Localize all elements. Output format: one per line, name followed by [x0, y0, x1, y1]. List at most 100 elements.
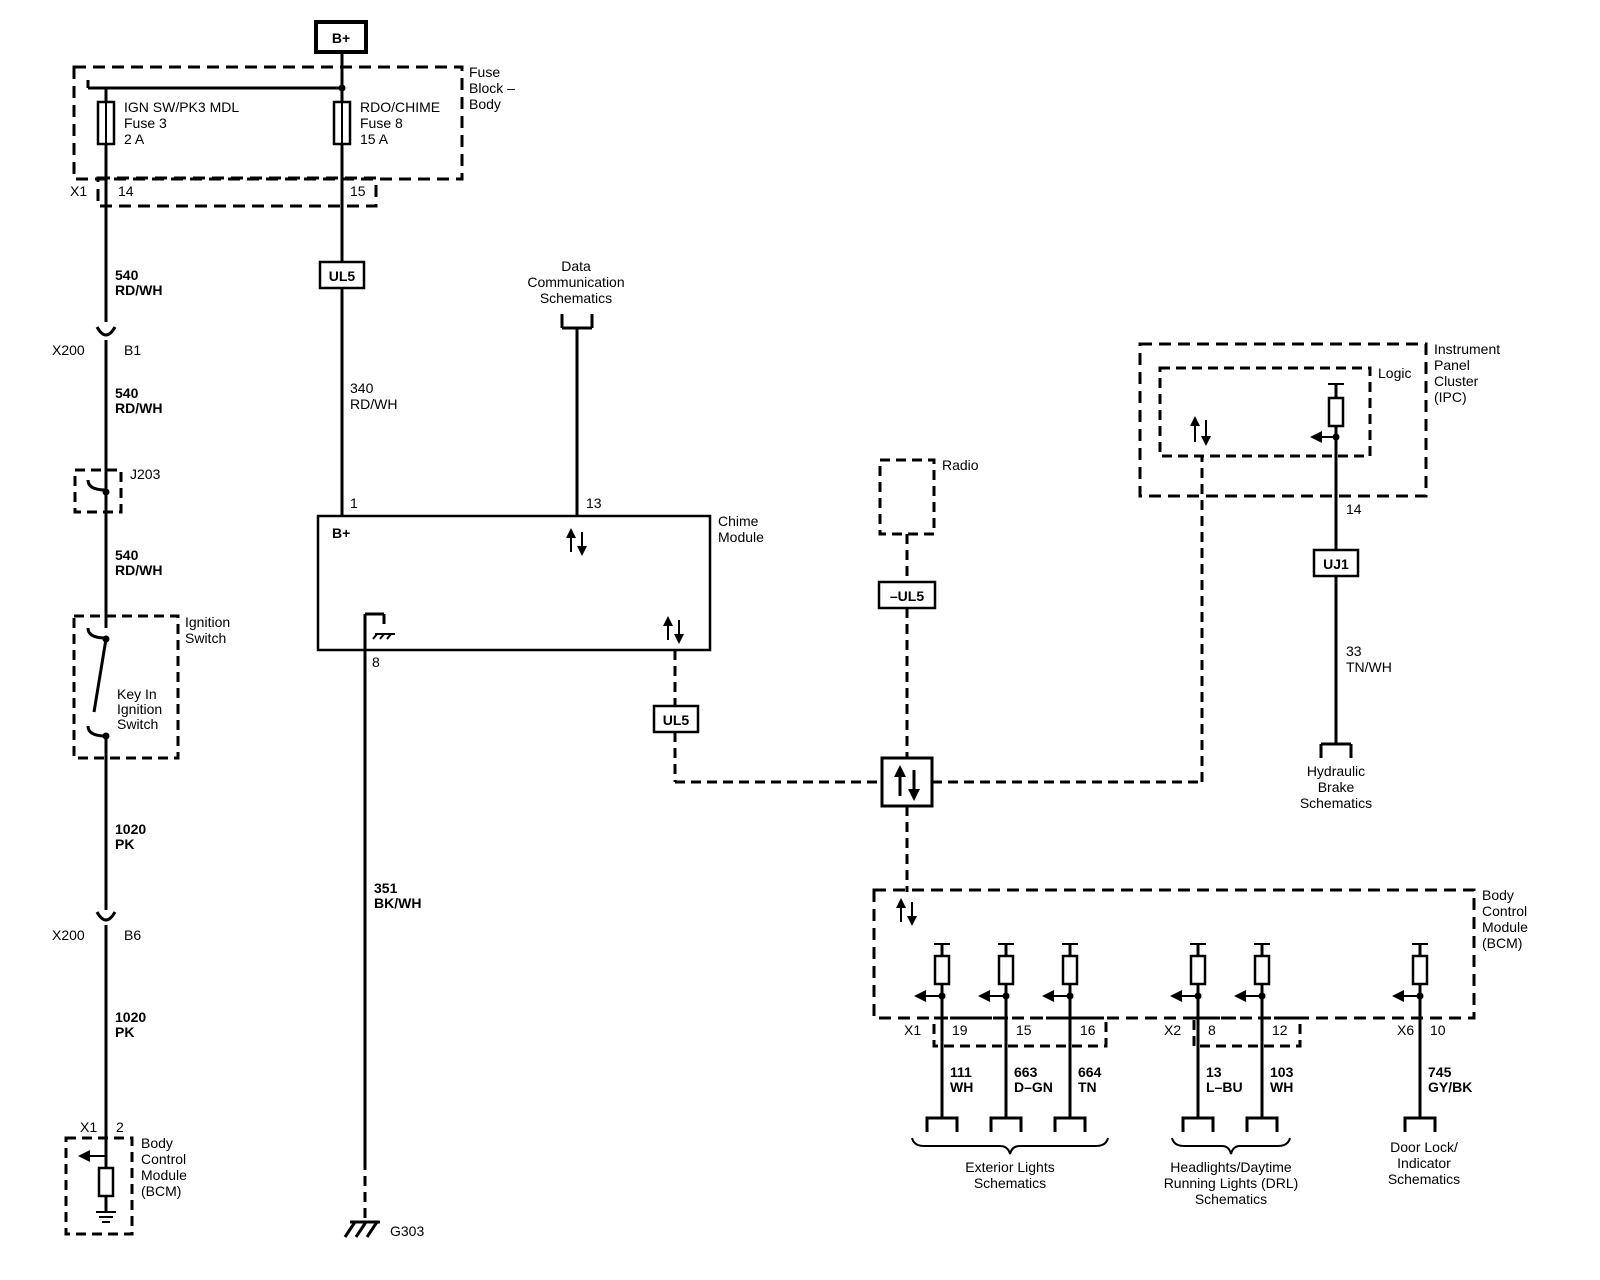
bcm-left — [64, 1136, 134, 1236]
fuse-block-label-1: Fuse — [469, 64, 500, 80]
svg-text:X200: X200 — [52, 927, 85, 943]
svg-text:PK: PK — [115, 1024, 134, 1040]
svg-text:Module: Module — [141, 1167, 187, 1183]
chime-module: Chime Module 1 13 B+ 8 — [316, 495, 764, 670]
bcm-right: Body Control Module (BCM) X1 X2 X6 19 11… — [872, 887, 1528, 1207]
svg-text:B+: B+ — [332, 525, 350, 541]
svg-text:13: 13 — [1206, 1064, 1222, 1080]
svg-text:Exterior Lights: Exterior Lights — [965, 1159, 1054, 1175]
svg-text:Running Lights (DRL): Running Lights (DRL) — [1164, 1175, 1299, 1191]
svg-text:X2: X2 — [1164, 1022, 1181, 1038]
fuse-block-connector: X1 — [70, 183, 87, 199]
svg-text:Indicator: Indicator — [1397, 1155, 1451, 1171]
svg-text:663: 663 — [1014, 1064, 1038, 1080]
badge-ul5-top — [318, 260, 366, 290]
svg-text:Body: Body — [1482, 887, 1514, 903]
fuse-block-label-2: Block – — [469, 80, 515, 96]
fuse-block: Fuse Block – Body IGN SW/PK3 MDL Fuse 3 … — [70, 52, 515, 208]
svg-text:745: 745 — [1428, 1064, 1452, 1080]
svg-text:IGN SW/PK3 MDL: IGN SW/PK3 MDL — [124, 99, 239, 115]
svg-text:664: 664 — [1078, 1064, 1102, 1080]
svg-text:Door Lock/: Door Lock/ — [1390, 1139, 1458, 1155]
svg-text:B6: B6 — [124, 927, 141, 943]
svg-text:351: 351 — [374, 880, 398, 896]
bcm-output-19: 19 111 WH — [914, 943, 973, 1118]
svg-text:1020: 1020 — [115, 821, 146, 837]
data-arrows-icon — [566, 528, 587, 556]
svg-text:B1: B1 — [124, 342, 141, 358]
svg-text:Panel: Panel — [1434, 357, 1470, 373]
svg-text:Switch: Switch — [185, 630, 226, 646]
svg-text:J203: J203 — [130, 466, 161, 482]
data-arrows-icon — [663, 616, 684, 644]
svg-text:TN/WH: TN/WH — [1346, 659, 1392, 675]
svg-text:RD/WH: RD/WH — [115, 400, 162, 416]
svg-text:1020: 1020 — [115, 1009, 146, 1025]
svg-text:Fuse 3: Fuse 3 — [124, 115, 167, 131]
svg-text:WH: WH — [1270, 1079, 1293, 1095]
svg-text:Data: Data — [561, 258, 591, 274]
svg-text:Schematics: Schematics — [1300, 795, 1372, 811]
svg-text:2: 2 — [116, 1119, 124, 1135]
svg-text:Ignition: Ignition — [185, 614, 230, 630]
svg-text:Communication: Communication — [527, 274, 624, 290]
svg-text:340: 340 — [350, 380, 374, 396]
connector-x200-b1 — [95, 326, 117, 337]
svg-text:RD/WH: RD/WH — [115, 562, 162, 578]
svg-text:TN: TN — [1078, 1079, 1097, 1095]
chime-power-feed: UL5 340 RD/WH — [318, 144, 397, 516]
svg-text:8: 8 — [1208, 1022, 1216, 1038]
svg-text:GY/BK: GY/BK — [1428, 1079, 1472, 1095]
svg-text:540: 540 — [115, 547, 139, 563]
svg-text:L–BU: L–BU — [1206, 1079, 1243, 1095]
svg-text:16: 16 — [1080, 1022, 1096, 1038]
bcm-output-16: 16 664 TN — [1042, 943, 1102, 1118]
svg-text:Brake: Brake — [1318, 779, 1355, 795]
ground-circuit: 351 BK/WH G303 — [343, 650, 424, 1239]
svg-text:PK: PK — [115, 836, 134, 852]
svg-text:(IPC): (IPC) — [1434, 389, 1467, 405]
svg-text:RDO/CHIME: RDO/CHIME — [360, 99, 440, 115]
svg-text:X1: X1 — [80, 1119, 97, 1135]
svg-text:WH: WH — [950, 1079, 973, 1095]
svg-text:UL5: UL5 — [663, 712, 690, 728]
svg-text:19: 19 — [952, 1022, 968, 1038]
svg-text:10: 10 — [1430, 1022, 1446, 1038]
svg-text:BK/WH: BK/WH — [374, 895, 421, 911]
svg-text:Schematics: Schematics — [1195, 1191, 1267, 1207]
svg-text:–UL5: –UL5 — [890, 588, 924, 604]
svg-text:Ignition: Ignition — [117, 701, 162, 717]
svg-text:2 A: 2 A — [124, 131, 145, 147]
svg-text:Control: Control — [141, 1151, 186, 1167]
svg-text:X1: X1 — [904, 1022, 921, 1038]
ground-icon — [343, 1220, 380, 1238]
svg-text:Logic: Logic — [1378, 365, 1411, 381]
svg-text:X6: X6 — [1397, 1022, 1414, 1038]
svg-text:Body: Body — [141, 1135, 173, 1151]
svg-text:Instrument: Instrument — [1434, 341, 1500, 357]
svg-text:Module: Module — [718, 529, 764, 545]
badge-uj1 — [1312, 548, 1360, 578]
data-bus-junction — [880, 756, 934, 808]
svg-text:Hydraulic: Hydraulic — [1307, 763, 1365, 779]
svg-text:Key In: Key In — [117, 686, 157, 702]
svg-text:103: 103 — [1270, 1064, 1294, 1080]
bcm-output-12: 12 103 WH — [1234, 943, 1294, 1118]
svg-text:Chime: Chime — [718, 513, 759, 529]
data-arrows-icon — [896, 898, 917, 926]
svg-text:D–GN: D–GN — [1014, 1079, 1053, 1095]
bcm-output-10: 10 745 GY/BK — [1392, 943, 1472, 1118]
svg-text:15: 15 — [350, 183, 366, 199]
svg-text:RD/WH: RD/WH — [350, 396, 397, 412]
svg-text:X200: X200 — [52, 342, 85, 358]
svg-text:111: 111 — [950, 1064, 972, 1080]
left-branch: 540 RD/WH X200 B1 540 RD/WH J203 540 RD/… — [52, 144, 230, 1236]
svg-text:33: 33 — [1346, 643, 1362, 659]
svg-text:540: 540 — [115, 385, 139, 401]
bcm-output-15: 15 663 D–GN — [978, 943, 1053, 1118]
svg-text:15: 15 — [1016, 1022, 1032, 1038]
svg-text:UL5: UL5 — [329, 268, 356, 284]
radio-module: Radio –UL5 — [877, 457, 979, 610]
svg-text:14: 14 — [118, 183, 134, 199]
serial-data-bus: UL5 — [652, 456, 1204, 892]
